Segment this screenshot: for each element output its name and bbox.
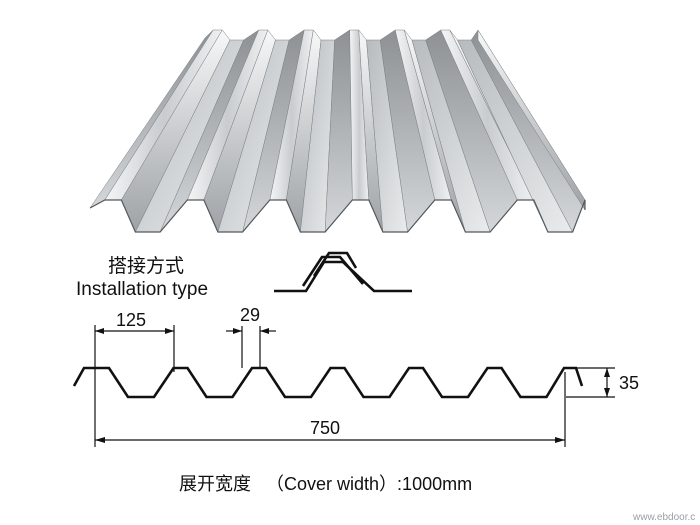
dimension-pitch-label: 125 [116, 310, 146, 330]
overlap-detail-profile [274, 251, 412, 293]
installation-title-cn: 搭接方式 [108, 255, 184, 277]
cover-width-caption: 展开宽度 （Cover width）:1000mm [179, 474, 472, 494]
corrugated-sheet-illustration [89, 29, 586, 233]
watermark: www.ebdoor.c [632, 512, 695, 523]
dimension-height [566, 367, 615, 398]
dimension-pitch [94, 325, 175, 372]
dimension-rib-top-label: 29 [240, 305, 260, 325]
installation-title-en: Installation type [76, 279, 208, 300]
cover-width-caption-cn: 展开宽度 [179, 474, 251, 494]
cross-section-profile [72, 366, 584, 399]
dimension-span-label: 750 [310, 418, 340, 438]
dimension-rib-top [226, 326, 276, 368]
dimension-span [94, 372, 566, 447]
dimension-height-label: 35 [619, 373, 639, 393]
cover-width-caption-en: （Cover width）:1000mm [266, 474, 472, 494]
